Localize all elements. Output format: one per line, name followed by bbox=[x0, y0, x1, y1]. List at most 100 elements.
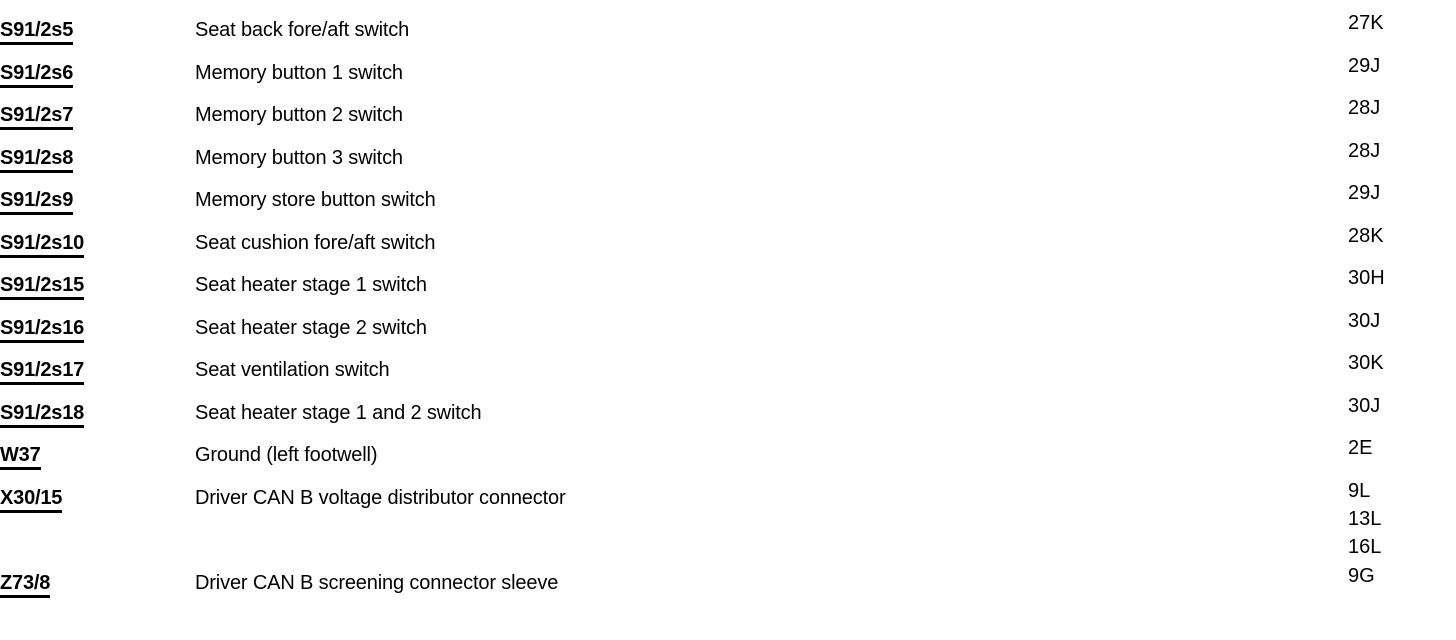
component-id-link[interactable]: S91/2s17 bbox=[0, 359, 84, 385]
component-description-cell: Seat heater stage 1 switch bbox=[195, 255, 1348, 298]
component-description-text: Seat back fore/aft switch bbox=[195, 19, 410, 41]
component-id-link[interactable]: S91/2s5 bbox=[0, 19, 73, 45]
component-description-text: Seat cushion fore/aft switch bbox=[195, 231, 436, 254]
component-id-cell[interactable]: S91/2s18 bbox=[0, 383, 195, 428]
component-description-text: Seat heater stage 2 switch bbox=[195, 316, 427, 339]
component-description-cell: Seat cushion fore/aft switch bbox=[195, 213, 1348, 256]
component-description-cell: Driver CAN B voltage distributor connect… bbox=[195, 468, 1348, 553]
component-id-link[interactable]: S91/2s7 bbox=[0, 104, 73, 130]
location-reference: 27K bbox=[1348, 12, 1384, 34]
location-reference: 30K bbox=[1348, 352, 1384, 374]
component-location-cell: 29J bbox=[1348, 170, 1456, 213]
location-reference-stack: 9L 13L 16L bbox=[1348, 477, 1456, 561]
location-reference: 9G bbox=[1348, 564, 1375, 587]
location-reference-stack: 28J bbox=[1348, 94, 1456, 122]
component-id-link[interactable]: S91/2s6 bbox=[0, 62, 73, 88]
component-id-cell[interactable]: Z73/8 bbox=[0, 553, 195, 598]
table-row: S91/2s17 Seat ventilation switch 30K bbox=[0, 340, 1456, 385]
table-row: S91/2s18 Seat heater stage 1 and 2 switch… bbox=[0, 383, 1456, 428]
location-reference: 30H bbox=[1348, 267, 1385, 289]
component-id-link[interactable]: X30/15 bbox=[0, 487, 62, 513]
component-location-cell: 29J bbox=[1348, 43, 1456, 86]
location-reference-stack: 27K bbox=[1348, 9, 1456, 37]
component-location-cell: 30K bbox=[1348, 340, 1456, 383]
table-row: S91/2s5 Seat back fore/aft switch 27K bbox=[0, 0, 1456, 45]
component-id-cell[interactable]: S91/2s15 bbox=[0, 255, 195, 300]
component-location-cell: 9L 13L 16L bbox=[1348, 468, 1456, 558]
component-id-cell[interactable]: S91/2s17 bbox=[0, 340, 195, 385]
component-id-link[interactable]: S91/2s15 bbox=[0, 274, 84, 300]
location-reference: 28K bbox=[1348, 224, 1384, 247]
component-location-cell: 27K bbox=[1348, 0, 1456, 43]
location-reference: 28J bbox=[1348, 139, 1381, 162]
location-reference: 2E bbox=[1348, 437, 1373, 459]
component-id-link[interactable]: S91/2s10 bbox=[0, 232, 84, 258]
component-id-cell[interactable]: S91/2s6 bbox=[0, 43, 195, 88]
component-description-text: Seat ventilation switch bbox=[195, 359, 390, 381]
table-row: W37 Ground (left footwell) 2E bbox=[0, 425, 1456, 470]
location-reference-stack: 28K bbox=[1348, 222, 1456, 250]
component-id-cell[interactable]: S91/2s9 bbox=[0, 170, 195, 215]
table-row: X30/15 Driver CAN B voltage distributor c… bbox=[0, 468, 1456, 558]
component-description-text: Driver CAN B voltage distributor connect… bbox=[195, 486, 566, 509]
component-location-cell: 30H bbox=[1348, 255, 1456, 298]
component-location-cell: 28J bbox=[1348, 128, 1456, 171]
component-location-cell: 9G bbox=[1348, 553, 1456, 596]
component-description-cell: Seat heater stage 1 and 2 switch bbox=[195, 383, 1348, 426]
component-id-cell[interactable]: S91/2s5 bbox=[0, 0, 195, 45]
component-id-cell[interactable]: X30/15 bbox=[0, 468, 195, 553]
component-description-text: Memory button 3 switch bbox=[195, 146, 403, 169]
component-id-link[interactable]: S91/2s8 bbox=[0, 147, 73, 173]
component-location-cell: 28K bbox=[1348, 213, 1456, 256]
component-description-cell: Seat ventilation switch bbox=[195, 340, 1348, 383]
location-reference-stack: 30J bbox=[1348, 392, 1456, 420]
location-reference: 9L bbox=[1348, 479, 1371, 502]
location-reference-stack: 30J bbox=[1348, 307, 1456, 335]
table-row: S91/2s8 Memory button 3 switch 28J bbox=[0, 128, 1456, 173]
component-description-text: Ground (left footwell) bbox=[195, 444, 378, 466]
table-row: S91/2s7 Memory button 2 switch 28J bbox=[0, 85, 1456, 130]
component-description-cell: Ground (left footwell) bbox=[195, 425, 1348, 468]
component-description-cell: Driver CAN B screening connector sleeve bbox=[195, 553, 1348, 596]
component-id-cell[interactable]: W37 bbox=[0, 425, 195, 470]
location-reference-stack: 2E bbox=[1348, 434, 1456, 462]
component-id-link[interactable]: S91/2s18 bbox=[0, 402, 84, 428]
component-id-cell[interactable]: S91/2s7 bbox=[0, 85, 195, 130]
component-location-cell: 30J bbox=[1348, 298, 1456, 341]
location-reference-stack: 29J bbox=[1348, 179, 1456, 207]
location-reference: 16L bbox=[1348, 535, 1382, 558]
component-id-link[interactable]: Z73/8 bbox=[0, 572, 50, 598]
location-reference-stack: 30H bbox=[1348, 264, 1456, 292]
location-reference: 29J bbox=[1348, 182, 1381, 204]
component-id-link[interactable]: W37 bbox=[0, 444, 41, 470]
location-reference-stack: 29J bbox=[1348, 52, 1456, 80]
location-reference-stack: 28J bbox=[1348, 137, 1456, 165]
component-id-cell[interactable]: S91/2s8 bbox=[0, 128, 195, 173]
location-reference-stack: 9G bbox=[1348, 562, 1456, 590]
component-location-cell: 28J bbox=[1348, 85, 1456, 128]
component-description-text: Seat heater stage 1 switch bbox=[195, 274, 427, 296]
location-reference: 30J bbox=[1348, 309, 1381, 332]
component-description-text: Seat heater stage 1 and 2 switch bbox=[195, 401, 482, 424]
table-row: Z73/8 Driver CAN B screening connector sl… bbox=[0, 553, 1456, 598]
component-id-link[interactable]: S91/2s9 bbox=[0, 189, 73, 215]
table-row: S91/2s9 Memory store button switch 29J bbox=[0, 170, 1456, 215]
location-reference-stack: 30K bbox=[1348, 349, 1456, 377]
component-location-cell: 2E bbox=[1348, 425, 1456, 468]
component-description-cell: Memory button 1 switch bbox=[195, 43, 1348, 86]
location-reference: 13L bbox=[1348, 507, 1382, 530]
component-description-text: Memory button 2 switch bbox=[195, 104, 403, 126]
component-description-cell: Seat back fore/aft switch bbox=[195, 0, 1348, 43]
component-location-cell: 30J bbox=[1348, 383, 1456, 426]
component-description-cell: Memory store button switch bbox=[195, 170, 1348, 213]
component-description-text: Driver CAN B screening connector sleeve bbox=[195, 571, 559, 594]
component-id-link[interactable]: S91/2s16 bbox=[0, 317, 84, 343]
component-id-cell[interactable]: S91/2s16 bbox=[0, 298, 195, 343]
component-id-cell[interactable]: S91/2s10 bbox=[0, 213, 195, 258]
component-description-text: Memory store button switch bbox=[195, 189, 436, 211]
location-reference: 30J bbox=[1348, 394, 1381, 417]
